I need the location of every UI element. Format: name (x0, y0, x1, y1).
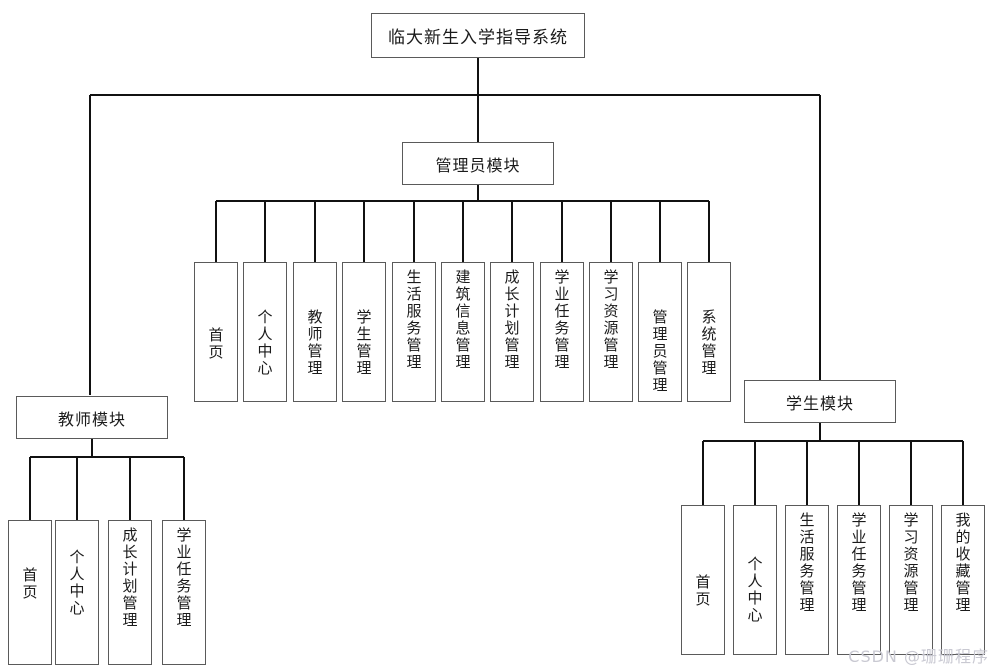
node-admin-child-student-mgmt[interactable]: 学生管理 (342, 262, 386, 402)
node-label: 学习资源管理 (603, 268, 619, 372)
node-label: 我的收藏管理 (955, 511, 971, 615)
node-label: 建筑信息管理 (455, 268, 471, 372)
node-label: 成长计划管理 (122, 526, 138, 630)
node-label: 学习资源管理 (903, 511, 919, 615)
node-admin-child-system-mgmt[interactable]: 系统管理 (687, 262, 731, 402)
node-admin-child-home[interactable]: 首页 (194, 262, 238, 402)
node-admin-child-admin-mgmt[interactable]: 管理员管理 (638, 262, 682, 402)
node-admin-child-academic-task-mgmt[interactable]: 学业任务管理 (540, 262, 584, 402)
node-module-student[interactable]: 学生模块 (744, 380, 896, 423)
node-admin-child-personal-center[interactable]: 个人中心 (243, 262, 287, 402)
node-module-admin-label: 管理员模块 (435, 155, 521, 175)
node-admin-child-building-info-mgmt[interactable]: 建筑信息管理 (441, 262, 485, 402)
node-label: 首页 (695, 573, 711, 609)
node-admin-child-teacher-mgmt[interactable]: 教师管理 (293, 262, 337, 402)
node-student-child-academic-task-mgmt[interactable]: 学业任务管理 (837, 505, 881, 655)
node-module-teacher[interactable]: 教师模块 (16, 396, 168, 439)
node-label: 学业任务管理 (176, 526, 192, 630)
node-root-label: 临大新生入学指导系统 (388, 28, 568, 48)
node-student-child-learning-resource-mgmt[interactable]: 学习资源管理 (889, 505, 933, 655)
node-module-student-label: 学生模块 (785, 393, 854, 413)
node-label: 首页 (208, 326, 224, 362)
node-label: 成长计划管理 (504, 268, 520, 372)
node-student-child-home[interactable]: 首页 (681, 505, 725, 655)
node-label: 个人中心 (69, 548, 85, 618)
watermark-text: CSDN @珊珊程序 (848, 647, 989, 666)
node-teacher-child-personal-center[interactable]: 个人中心 (55, 520, 99, 665)
node-label: 学生管理 (356, 308, 372, 378)
node-label: 生活服务管理 (406, 268, 422, 372)
node-module-admin[interactable]: 管理员模块 (402, 142, 554, 185)
node-label: 系统管理 (701, 308, 717, 378)
node-label: 学业任务管理 (554, 268, 570, 372)
node-student-child-life-service-mgmt[interactable]: 生活服务管理 (785, 505, 829, 655)
node-label: 学业任务管理 (851, 511, 867, 615)
node-student-child-favorites-mgmt[interactable]: 我的收藏管理 (941, 505, 985, 655)
node-teacher-child-home[interactable]: 首页 (8, 520, 52, 665)
node-teacher-child-growth-plan-mgmt[interactable]: 成长计划管理 (108, 520, 152, 665)
node-label: 教师管理 (307, 308, 323, 378)
node-label: 生活服务管理 (799, 511, 815, 615)
node-label: 管理员管理 (652, 308, 668, 395)
node-label: 首页 (22, 566, 38, 602)
node-admin-child-learning-resource-mgmt[interactable]: 学习资源管理 (589, 262, 633, 402)
node-module-teacher-label: 教师模块 (57, 409, 126, 429)
node-student-child-personal-center[interactable]: 个人中心 (733, 505, 777, 655)
node-label: 个人中心 (747, 555, 763, 625)
node-admin-child-life-service-mgmt[interactable]: 生活服务管理 (392, 262, 436, 402)
node-label: 个人中心 (257, 308, 273, 378)
node-teacher-child-academic-task-mgmt[interactable]: 学业任务管理 (162, 520, 206, 665)
node-root-system[interactable]: 临大新生入学指导系统 (371, 13, 585, 58)
node-admin-child-growth-plan-mgmt[interactable]: 成长计划管理 (490, 262, 534, 402)
